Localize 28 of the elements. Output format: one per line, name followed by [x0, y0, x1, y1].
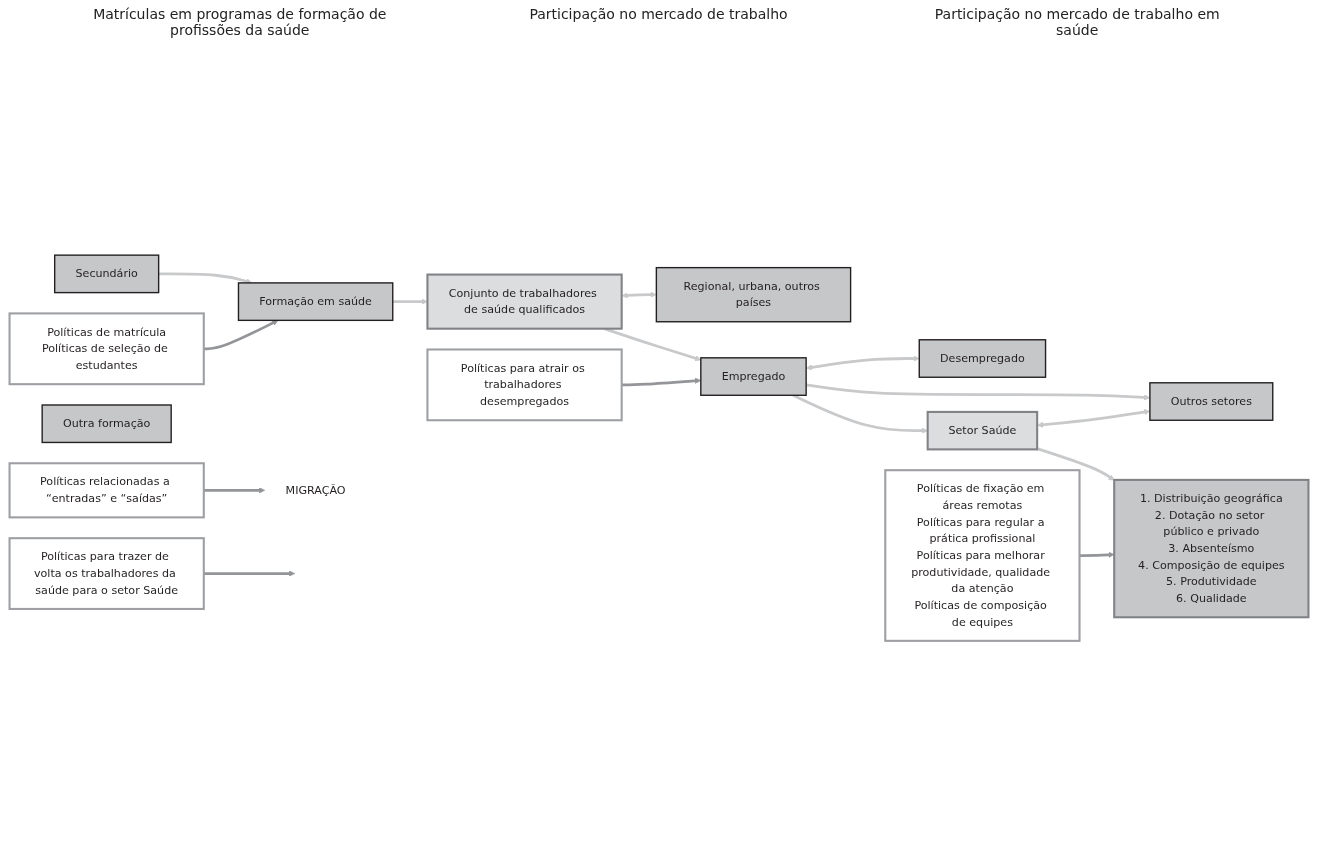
node-box: Políticas para trazer de volta os trabalhadores da saúde para o setor Saúde	[8, 537, 205, 610]
column-heading: Matrículas em programas de formação de profissões da saúde	[92, 6, 388, 40]
arrow	[203, 487, 265, 494]
node-box: Empregado	[699, 357, 807, 396]
arrow	[792, 394, 928, 434]
arrow	[203, 570, 295, 577]
node-text: MIGRAÇÃO	[285, 483, 346, 497]
node-box: Desempregado	[918, 339, 1046, 378]
node-box: Políticas de matrícula Políticas de seleção de estudantes	[8, 312, 205, 386]
arrow	[805, 383, 1150, 401]
node-box: 1. Distribuição geográfica 2. Dotação no setor público e privado 3. Absenteísmo 4. Composição de equipes 5. Produtividade 6. Qualidade	[1112, 478, 1309, 619]
arrow	[1036, 447, 1114, 481]
node-box: Políticas relacionadas a “entradas” e “saídas”	[8, 462, 205, 519]
node-box: Formação em saúde	[237, 282, 393, 322]
node-box: Secundário	[53, 254, 159, 294]
node-box: Setor Saúde	[926, 410, 1038, 451]
arrow	[203, 320, 278, 351]
column-heading: Participação no mercado de trabalho	[529, 6, 788, 24]
node-box: Outra formação	[40, 404, 172, 444]
node-box: Políticas de fixação em áreas remotas Políticas para regular a prática profissional Políticas para melhorar produtividade, qualidade da atenção Políticas de composição de equipes	[883, 469, 1081, 642]
arrow	[1079, 551, 1114, 558]
node-box: Conjunto de trabalhadores de saúde qualificados	[425, 273, 623, 330]
column-heading: Participação no mercado de trabalho em saúde	[933, 6, 1221, 40]
arrow	[621, 377, 701, 387]
node-box: Regional, urbana, outros países	[655, 266, 851, 323]
node-box: Outros setores	[1148, 382, 1273, 421]
arrow	[1036, 409, 1150, 428]
node-box: Políticas para atrair os trabalhadores desempregados	[425, 348, 623, 422]
